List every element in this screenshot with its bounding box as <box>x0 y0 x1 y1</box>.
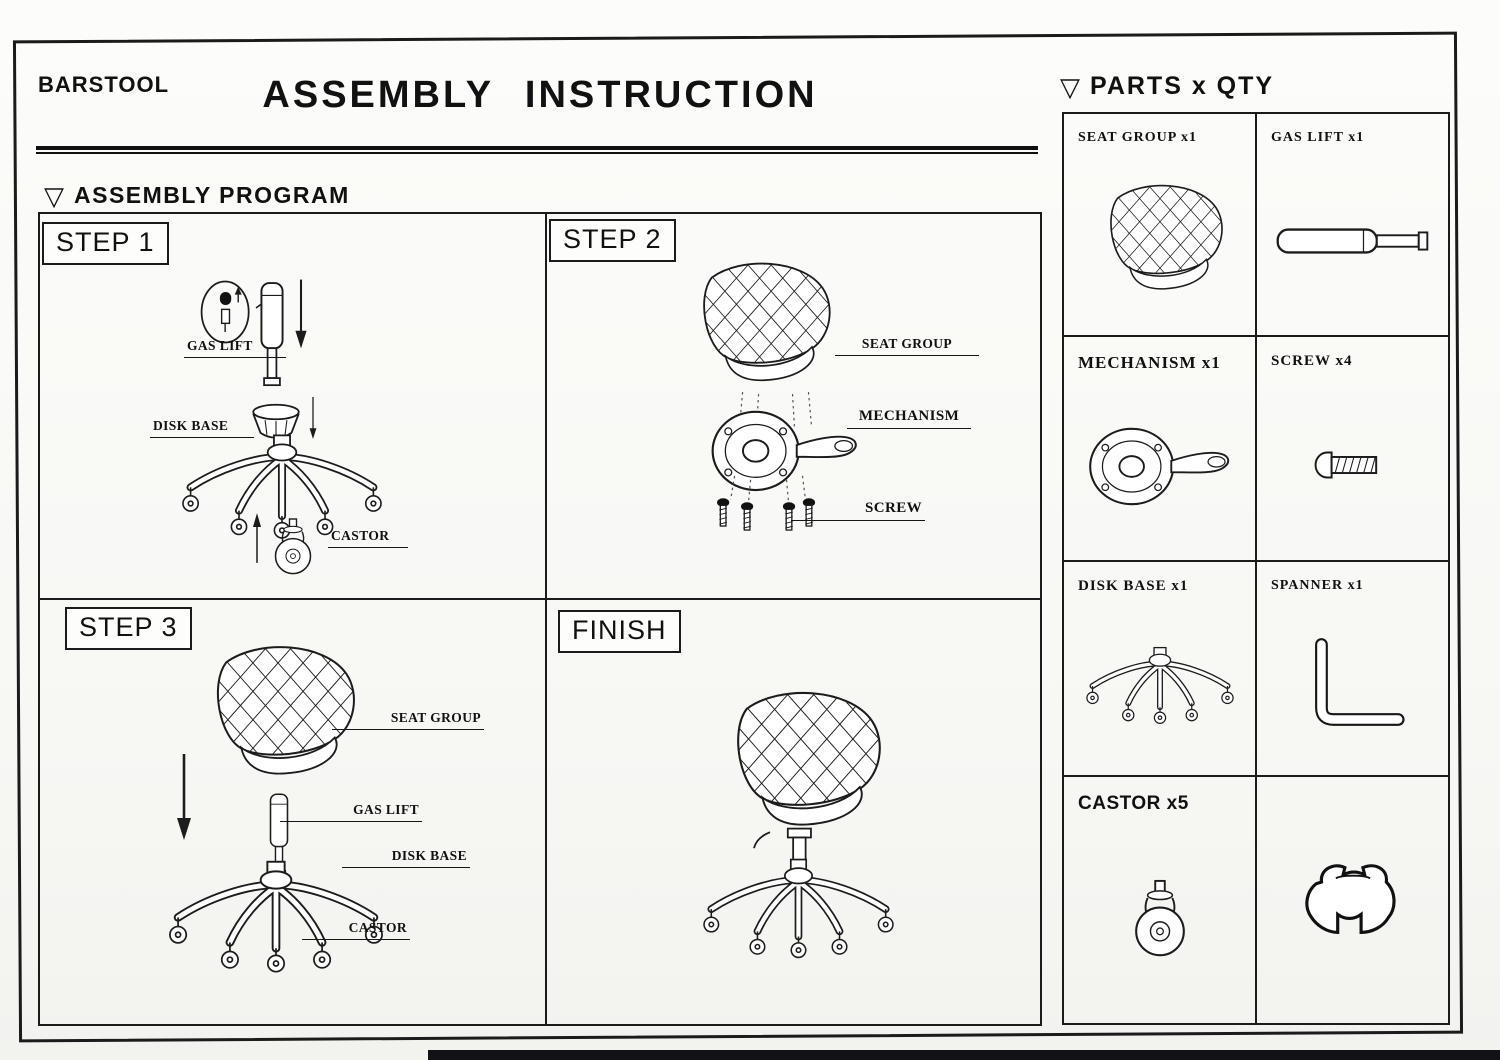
disk-base-part-drawing <box>1074 643 1246 727</box>
part-label: DISK BASE x1 <box>1078 578 1189 594</box>
castor-label: CASTOR <box>302 920 410 940</box>
spanner-part-drawing <box>1297 636 1409 734</box>
part-cell-disk-base: DISK BASE x1 <box>1064 562 1257 777</box>
steps-grid: STEP 1 GAS LIFT DISK BASE CASTOR STEP 2 <box>38 212 1042 1026</box>
part-cell-cover <box>1257 777 1448 1023</box>
down-arrow-icon <box>294 278 308 350</box>
part-label: GAS LIFT x1 <box>1271 130 1365 145</box>
finish-tag: FINISH <box>558 610 681 653</box>
step2-tag: STEP 2 <box>549 219 676 262</box>
disk-base-drawing <box>170 862 382 972</box>
gas-lift-label: GAS LIFT <box>280 802 422 822</box>
panel-finish: FINISH <box>547 600 1040 1024</box>
page-title: ASSEMBLY INSTRUCTION <box>262 74 818 116</box>
step1-diagram <box>40 278 545 575</box>
assembly-program-heading: ▽ ASSEMBLY PROGRAM <box>44 182 350 209</box>
disk-base-drawing <box>183 435 381 538</box>
down-arrow-icon <box>175 752 193 842</box>
part-cell-seat-group: SEAT GROUP x1 <box>1064 114 1257 337</box>
disk-base-label: DISK BASE <box>150 418 254 438</box>
castor-part-drawing <box>1134 879 1185 957</box>
panel-step2: STEP 2 <box>547 214 1040 600</box>
gas-lift-pin-detail-drawing <box>200 280 250 344</box>
brand-text: BARSTOOL <box>38 72 170 97</box>
screw-label: SCREW <box>791 500 925 521</box>
triangle-icon: ▽ <box>1060 71 1080 102</box>
panel-step1: STEP 1 GAS LIFT DISK BASE CASTOR <box>40 214 547 600</box>
down-arrow-icon <box>308 396 318 440</box>
screw-drawing <box>740 501 754 531</box>
part-label: CASTOR x5 <box>1078 793 1189 814</box>
mechanism-label: MECHANISM <box>847 408 971 429</box>
finish-diagram <box>547 600 1040 1024</box>
part-label: SCREW x4 <box>1271 353 1353 369</box>
parts-qty-heading: ▽ PARTS x QTY <box>1060 72 1274 101</box>
parts-qty-label: PARTS x QTY <box>1090 72 1275 100</box>
hub-drawing <box>252 403 300 439</box>
scan-artifact-bar <box>428 1050 1500 1060</box>
part-label: MECHANISM x1 <box>1078 353 1221 372</box>
seat-group-label: SEAT GROUP <box>332 710 484 730</box>
screw-part-drawing <box>1314 451 1377 479</box>
triangle-icon: ▽ <box>44 180 64 211</box>
part-label: SEAT GROUP x1 <box>1078 130 1198 145</box>
part-cell-mechanism: MECHANISM x1 <box>1064 337 1257 562</box>
part-cell-castor: CASTOR x5 <box>1064 777 1257 1023</box>
seat-group-drawing <box>628 261 906 392</box>
disk-base-label: DISK BASE <box>342 848 470 868</box>
part-cell-gas-lift: GAS LIFT x1 <box>1257 114 1448 337</box>
step1-tag: STEP 1 <box>42 222 169 265</box>
up-arrow-icon <box>252 512 262 564</box>
parts-grid: SEAT GROUP x1 GAS LIFT x1 MECHANISM x1 S… <box>1062 112 1450 1025</box>
assembled-chair-drawing <box>653 690 966 958</box>
part-cell-spanner: SPANNER x1 <box>1257 562 1448 777</box>
seat-group-part-drawing <box>1085 183 1235 299</box>
title-rule <box>36 146 1038 154</box>
castor-label: CASTOR <box>328 528 408 548</box>
step2-diagram <box>547 214 906 531</box>
part-cell-screw: SCREW x4 <box>1257 337 1448 562</box>
cover-part-drawing <box>1304 864 1396 934</box>
assembly-program-label: ASSEMBLY PROGRAM <box>74 182 350 208</box>
part-label: SPANNER x1 <box>1271 578 1364 593</box>
step3-tag: STEP 3 <box>65 607 192 650</box>
seat-group-label: SEAT GROUP <box>835 336 979 356</box>
gas-lift-drawing <box>260 282 284 387</box>
mechanism-part-drawing <box>1089 427 1230 506</box>
gas-lift-part-drawing <box>1276 227 1428 254</box>
gas-lift-label: GAS LIFT <box>184 338 286 358</box>
panel-step3: STEP 3 SEAT GROUP GAS LIFT DISK BASE CAS… <box>40 600 547 1024</box>
screw-drawing <box>716 497 730 527</box>
